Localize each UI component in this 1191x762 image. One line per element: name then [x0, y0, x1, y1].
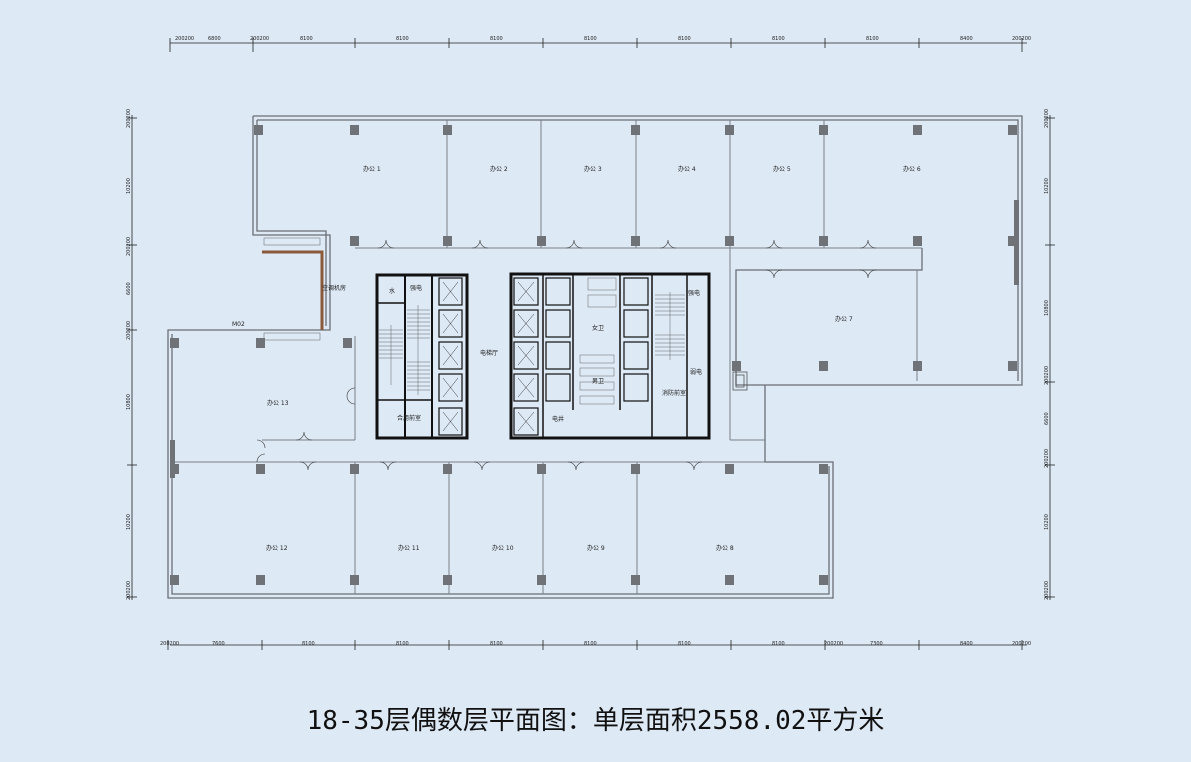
dim-top-3: 200200: [250, 36, 269, 42]
dim-bot-12: 200200: [1012, 641, 1031, 647]
left-core: 水 强电 合用前室: [375, 273, 469, 440]
dim-right-4: 200200: [1044, 366, 1050, 385]
dim-bot-2: 7600: [212, 641, 225, 647]
dim-right-1: 200200: [1044, 109, 1050, 128]
elec-r3-label: 电井: [552, 415, 564, 423]
dimension-lines: [131, 42, 1051, 646]
plan-caption: 18-35层偶数层平面图：单层面积2558.02平方米: [306, 706, 885, 736]
dim-right-6: 200200: [1044, 449, 1050, 468]
male-wc-label: 男卫: [592, 378, 604, 385]
dim-top-9: 8100: [772, 36, 785, 42]
office-1-label: 办公 1: [363, 165, 381, 173]
office-9-label: 办公 9: [587, 544, 605, 552]
dim-left-8: 200200: [126, 581, 132, 600]
dim-left-7: 10200: [126, 514, 132, 530]
dim-right-5: 6600: [1044, 412, 1050, 425]
dim-left-2: 10200: [126, 178, 132, 194]
office-5-label: 办公 5: [773, 165, 791, 173]
left-stair-2: [379, 325, 403, 385]
dim-bot-1: 200200: [160, 641, 179, 647]
dim-bot-4: 8100: [396, 641, 409, 647]
top-dimensions: 200200 6800 200200 8100 8100 8100 8100 8…: [175, 36, 1031, 42]
dim-right-2: 10200: [1044, 178, 1050, 194]
elec-r1-label: 强电: [688, 289, 700, 297]
small-shaft: [732, 371, 748, 391]
office-2-label: 办公 2: [490, 165, 508, 173]
elevator-hall-label: 电梯厅: [480, 349, 498, 357]
columns: [170, 125, 1019, 585]
door-swings: [256, 239, 877, 471]
office-8-label: 办公 8: [716, 544, 734, 552]
wc-fixtures: [579, 277, 617, 405]
vip-lobby-label: 合用前室: [397, 414, 421, 422]
right-core: 女卫 男卫 消防前室 强电 弱电 电井: [509, 272, 711, 440]
dim-top-11: 8400: [960, 36, 973, 42]
elec-left-label: 强电: [410, 284, 422, 292]
right-stair: [655, 292, 685, 360]
dim-bot-6: 8100: [584, 641, 597, 647]
dim-left-4: 6600: [126, 282, 132, 295]
dim-right-8: 200200: [1044, 581, 1050, 600]
dim-right-3: 10800: [1044, 300, 1050, 316]
water-label: 水: [389, 287, 395, 295]
ac-room-label: 空调机房: [322, 284, 346, 292]
right-elevators: [513, 277, 649, 436]
elec-r2-label: 弱电: [690, 368, 702, 376]
dim-top-5: 8100: [396, 36, 409, 42]
dim-top-6: 8100: [490, 36, 503, 42]
fire-lobby-label: 消防前室: [662, 389, 686, 397]
office-11-label: 办公 11: [398, 544, 420, 552]
office-6-label: 办公 6: [903, 165, 921, 173]
dim-bot-10: 7300: [870, 641, 883, 647]
dim-bot-9: 200200: [824, 641, 843, 647]
office-10-label: 办公 10: [492, 544, 514, 552]
left-stair: [407, 305, 430, 395]
dim-bot-11: 8400: [960, 641, 973, 647]
office-7-label: 办公 7: [835, 315, 853, 323]
dim-bot-8: 8100: [772, 641, 785, 647]
m02-tag: M02: [232, 321, 245, 328]
dim-top-8: 8100: [678, 36, 691, 42]
dim-bot-3: 8100: [302, 641, 315, 647]
dimension-ticks: [127, 38, 1055, 650]
left-dimensions: 200200 10200 200200 6600 200200 10800 10…: [126, 109, 132, 600]
dim-top-2: 6800: [208, 36, 221, 42]
right-elevator-cross: [517, 281, 535, 432]
ac-room: 空调机房 M02: [232, 237, 346, 341]
office-13-label: 办公 13: [267, 399, 289, 407]
dim-bot-7: 8100: [678, 641, 691, 647]
dim-top-1: 200200: [175, 36, 194, 42]
dim-right-7: 10200: [1044, 514, 1050, 530]
room-labels: 办公 1 办公 2 办公 3 办公 4 办公 5 办公 6 办公 7 办公 13…: [266, 165, 921, 552]
left-elevators: [438, 277, 463, 436]
female-wc-label: 女卫: [592, 324, 604, 332]
left-elevator-cross: [442, 281, 459, 432]
bottom-dimensions: 200200 7600 8100 8100 8100 8100 8100 810…: [160, 641, 1031, 647]
office-12-label: 办公 12: [266, 544, 288, 552]
dim-left-6: 10800: [126, 394, 132, 410]
dim-left-5: 200200: [126, 321, 132, 340]
dim-top-4: 8100: [300, 36, 313, 42]
office-3-label: 办公 3: [584, 165, 602, 173]
dim-bot-5: 8100: [490, 641, 503, 647]
right-dimensions: 200200 10200 10800 200200 6600 200200 10…: [1044, 109, 1050, 600]
office-4-label: 办公 4: [678, 165, 696, 173]
dim-top-10: 8100: [866, 36, 879, 42]
dim-top-7: 8100: [584, 36, 597, 42]
dim-left-3: 200200: [126, 237, 132, 256]
dim-left-1: 200200: [126, 109, 132, 128]
dim-top-12: 200200: [1012, 36, 1031, 42]
